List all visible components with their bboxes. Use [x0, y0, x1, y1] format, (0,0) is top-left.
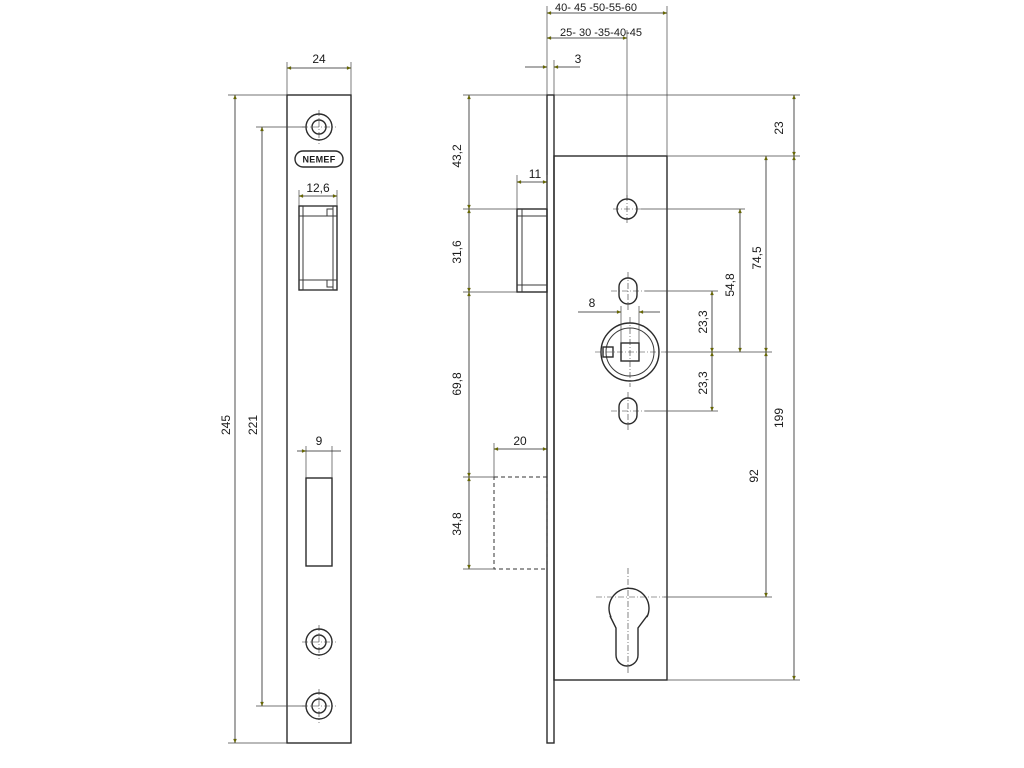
dim-upper-hole-to-spindle: 23,3: [696, 290, 714, 353]
dim-plate-top-to-case-label: 23: [772, 121, 786, 135]
dim-left-chain: 43,2 31,6 69,8 34,8: [450, 94, 547, 570]
brand-logo: NEMEF: [294, 150, 344, 168]
dim-bolt-window-width: 9: [297, 434, 341, 478]
dim-bolt-height-label: 34,8: [450, 512, 464, 536]
dim-plate-thickness: 3: [525, 52, 582, 95]
dim-latch-to-bolt-label: 69,8: [450, 372, 464, 396]
dim-faceplate-height-label: 245: [219, 415, 233, 435]
dim-spindle-square: 8: [578, 296, 660, 343]
case-top-hole-icon: [613, 195, 641, 223]
dim-top-to-latch-label: 43,2: [450, 144, 464, 168]
dim-faceplate-width: 24: [286, 52, 352, 95]
case-lower-slot-icon: [611, 392, 645, 430]
dim-latch-projection: 11: [516, 167, 548, 209]
spindle-hub-icon: [595, 317, 665, 387]
latch-bolt: [516, 208, 548, 293]
dim-spindle-to-cylinder: 92: [747, 351, 768, 598]
dim-bolt-projection-label: 20: [513, 434, 527, 448]
dim-screw-centers-label: 221: [246, 415, 260, 435]
dim-screw-centers: 221: [246, 126, 305, 707]
dim-backset-range: 40- 45 -50-55-60: [546, 2, 668, 15]
latch-window: [298, 205, 338, 291]
bolt-window: [305, 477, 333, 567]
dim-faceplate-width-label: 24: [312, 52, 326, 66]
case-upper-slot-icon: [611, 272, 645, 310]
dim-case-height: 199: [772, 155, 796, 681]
brand-logo-text: NEMEF: [303, 155, 336, 165]
dim-lower-hole-to-spindle: 23,3: [696, 351, 714, 412]
dim-latch-window-width: 12,6: [298, 181, 338, 206]
front-plate: [546, 94, 555, 744]
middle-screw-hole-icon: [302, 625, 336, 659]
dim-lower-hole-to-spindle-label: 23,3: [696, 371, 710, 395]
dim-case-top-to-spindle: 74,5: [750, 155, 768, 353]
dim-case-height-label: 199: [772, 408, 786, 428]
dim-bolt-projection: 20: [493, 434, 548, 477]
faceplate-view: NEMEF: [219, 52, 352, 744]
dim-plate-thickness-label: 3: [575, 52, 582, 66]
lock-case: [553, 155, 668, 681]
dim-spindle-to-cylinder-label: 92: [747, 469, 761, 483]
dim-plate-top-to-case: 23: [772, 94, 796, 157]
dim-upper-hole-to-spindle-label: 23,3: [696, 310, 710, 334]
dim-latch-projection-label: 11: [529, 167, 542, 181]
dim-latch-window-width-label: 12,6: [306, 181, 330, 195]
bottom-screw-hole-icon: [302, 689, 336, 723]
dim-top-hole-to-spindle-label: 54,8: [723, 273, 737, 297]
dim-backset-range-label: 40- 45 -50-55-60: [555, 2, 637, 14]
faceplate-outline: [286, 94, 352, 744]
dim-bolt-window-width-label: 9: [316, 434, 323, 448]
dim-faceplate-height: 245: [219, 94, 287, 744]
top-screw-hole-icon: [302, 110, 336, 144]
dim-top-hole-to-spindle: 54,8: [723, 208, 742, 353]
side-view: 40- 45 -50-55-60 25- 30 -35-40-45 3 11 2…: [450, 2, 800, 744]
dim-hole-backset-range: 25- 30 -35-40-45: [546, 27, 642, 40]
dim-spindle-square-label: 8: [589, 296, 596, 310]
dim-latch-height-label: 31,6: [450, 240, 464, 264]
dim-case-top-to-spindle-label: 74,5: [750, 246, 764, 270]
cylinder-cutout-icon: [608, 587, 650, 667]
dim-hole-backset-range-label: 25- 30 -35-40-45: [560, 27, 642, 39]
dead-bolt: [493, 476, 548, 570]
